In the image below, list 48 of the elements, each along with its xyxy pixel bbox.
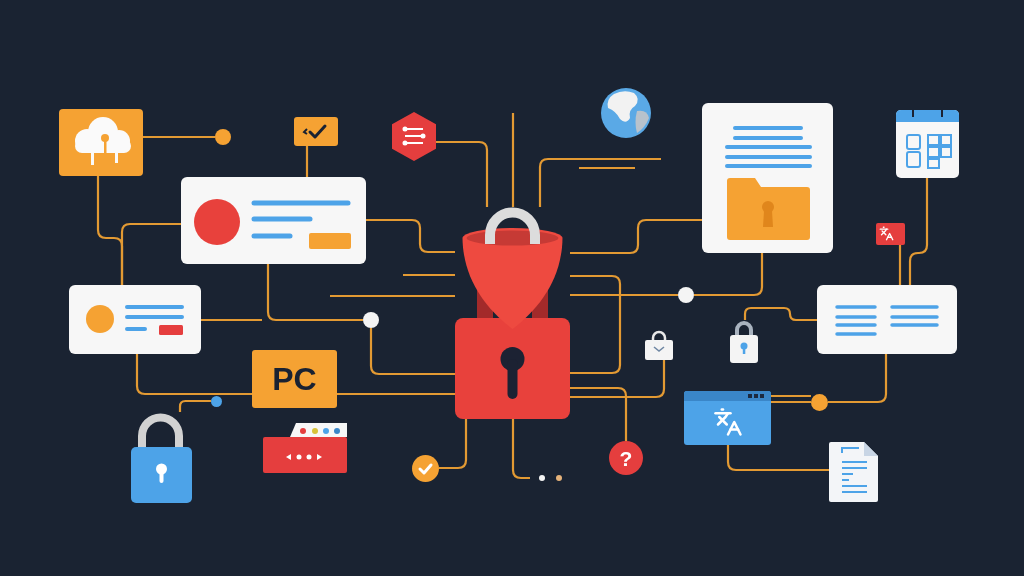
help-marker: ?: [609, 441, 643, 475]
connector-line: [898, 245, 902, 285]
connector-line: [743, 306, 817, 322]
connector-line: [511, 419, 530, 480]
connector-line: [439, 419, 468, 470]
connector-line: [694, 253, 764, 297]
padlock-illustration: [455, 207, 570, 419]
connector-line: [403, 273, 455, 277]
connector-line: [369, 328, 455, 376]
calendar-icon: [896, 110, 959, 178]
connector-line: [178, 399, 211, 412]
profile-card: [69, 285, 201, 354]
padlock-icon: [131, 412, 192, 503]
connector-line: [570, 360, 666, 399]
connector-line: [570, 218, 702, 255]
connector-line: [538, 157, 661, 207]
connector-line: [366, 218, 455, 254]
translate-icon: [876, 223, 905, 245]
connector-line: [436, 140, 489, 207]
document-card: [702, 103, 833, 253]
connector-line: [305, 146, 309, 177]
sliders-icon: [392, 112, 436, 161]
connector-line: [337, 392, 455, 396]
connector-line: [828, 354, 888, 404]
connector-line: [135, 354, 252, 396]
connector-line: [570, 274, 622, 375]
connector-line: [266, 264, 363, 322]
connector-line: [908, 178, 929, 285]
device-label: PC: [252, 350, 337, 408]
connector-line: [570, 386, 628, 441]
connector-line: [771, 400, 811, 404]
file-icon: [829, 442, 878, 502]
connector-line: [330, 294, 455, 298]
connector-line: [120, 222, 181, 285]
connector-line: [570, 293, 678, 297]
connector-line: [511, 113, 515, 207]
cloud-icon: [59, 109, 143, 176]
connector-line: [726, 445, 829, 472]
check-icon: [294, 117, 338, 146]
browser-window-icon: [684, 391, 771, 445]
connector-line: [143, 135, 215, 139]
padlock-icon: [730, 320, 758, 363]
padlock-icon: [644, 330, 674, 360]
text-card: [817, 285, 957, 354]
check-icon: [412, 455, 439, 482]
profile-card: [181, 177, 366, 264]
connector-line: [771, 394, 811, 398]
connector-line: [201, 318, 262, 322]
